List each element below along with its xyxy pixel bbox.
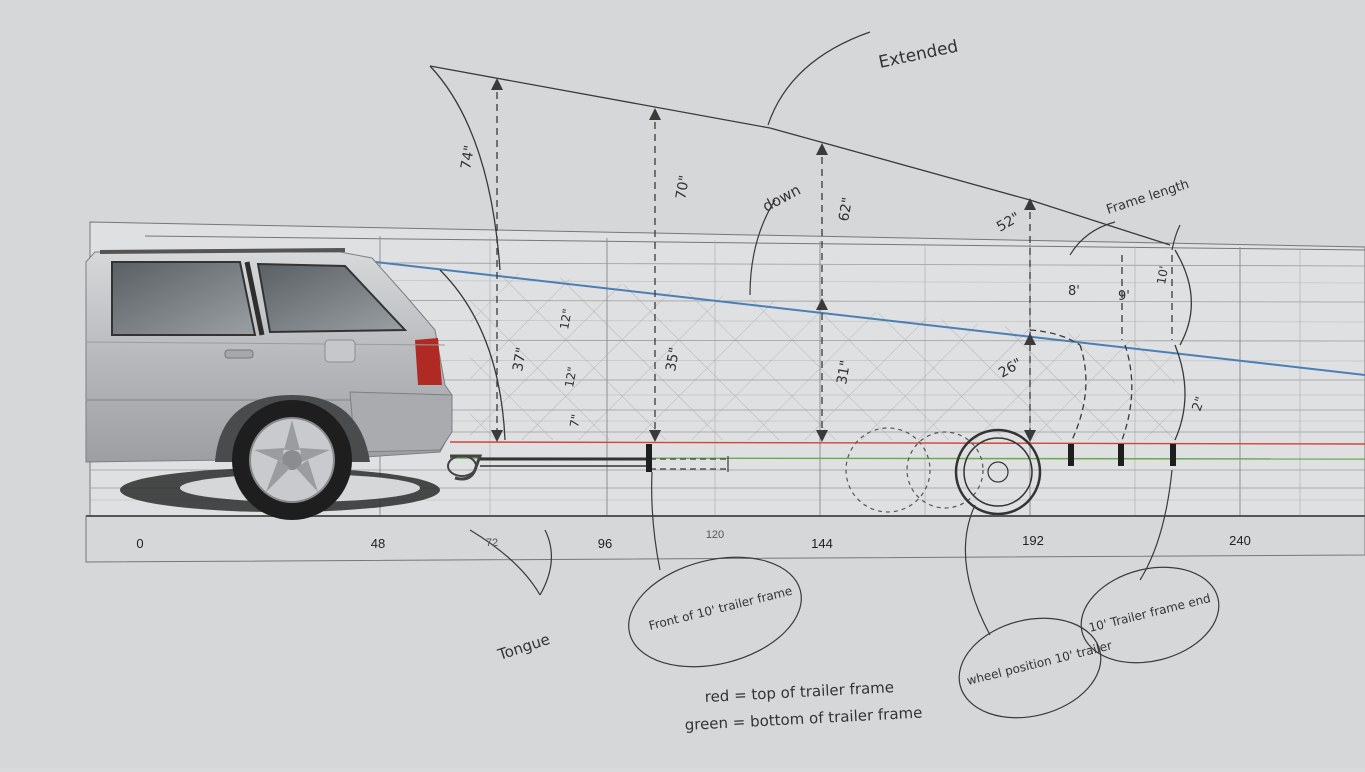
height-37: 37" bbox=[510, 346, 530, 373]
height-74: 74" bbox=[458, 144, 478, 171]
tick-192: 192 bbox=[1022, 533, 1044, 548]
segment-12-lower: 12" bbox=[562, 366, 579, 389]
height-31: 31" bbox=[834, 359, 854, 386]
red-frame-top-line bbox=[449, 441, 1365, 445]
arrow-heads bbox=[491, 78, 1036, 442]
tick-48: 48 bbox=[371, 536, 385, 551]
tick-72: 72 bbox=[486, 537, 498, 549]
extended-profile bbox=[429, 65, 1193, 441]
segment-7: 7" bbox=[567, 413, 583, 428]
trailer-tongue bbox=[480, 456, 729, 472]
axis-labels: 0 48 72 96 120 144 192 240 bbox=[136, 529, 1250, 551]
tick-240: 240 bbox=[1229, 533, 1251, 548]
tick-144: 144 bbox=[811, 536, 833, 551]
height-70: 70" bbox=[673, 174, 693, 201]
frame-8ft: 8' bbox=[1068, 284, 1080, 299]
height-62: 62" bbox=[836, 196, 856, 223]
height-2: 2" bbox=[1190, 395, 1209, 414]
callout-bubbles bbox=[628, 556, 1220, 719]
frame-posts bbox=[646, 444, 1176, 472]
tick-0: 0 bbox=[136, 536, 143, 551]
frame-10ft: 10' bbox=[1154, 265, 1171, 286]
segment-labels: 12" 12" 7" bbox=[557, 308, 583, 429]
blue-roof-line bbox=[339, 257, 1365, 376]
tick-120: 120 bbox=[706, 529, 724, 541]
frame-length-labels: 8' 9' 10' bbox=[1068, 265, 1171, 304]
frame-9ft: 9' bbox=[1118, 289, 1130, 304]
tick-96: 96 bbox=[598, 536, 612, 551]
height-35: 35" bbox=[663, 346, 683, 373]
pointer-lines bbox=[469, 31, 1181, 636]
segment-12-upper: 12" bbox=[557, 308, 574, 331]
car-illustration bbox=[85, 248, 483, 520]
wheel-sketches bbox=[845, 427, 1042, 516]
height-arrows bbox=[496, 80, 1173, 440]
